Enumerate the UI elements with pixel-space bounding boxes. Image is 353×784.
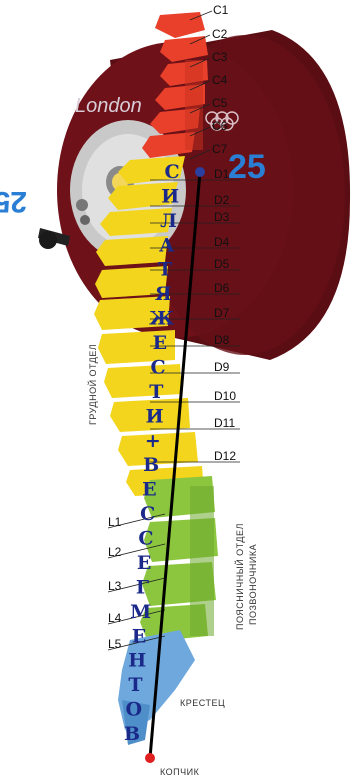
label-c7: C7 [212, 142, 228, 156]
label-c6: C6 [212, 119, 228, 133]
lumbar-region-label-1: ПОЯСНИЧНЫЙ ОТДЕЛ [234, 523, 245, 630]
label-d11: D11 [214, 416, 235, 430]
label-c3: C3 [212, 50, 228, 64]
caption-letter: Т [158, 259, 172, 281]
label-l4: L4 [108, 611, 122, 625]
label-d4: D4 [214, 235, 230, 249]
top-dot [195, 167, 205, 177]
caption-letter: Т [128, 674, 142, 696]
caption-letter: И [146, 405, 164, 427]
label-c2: C2 [212, 27, 228, 41]
caption-letter: А [159, 234, 175, 256]
caption-letter: В [143, 454, 159, 476]
label-c4: C4 [212, 73, 228, 87]
caption-letter: Е [137, 552, 151, 574]
label-d8: D8 [214, 333, 230, 347]
plate-weight-left: 25 [0, 185, 27, 218]
caption-letter: В [124, 723, 140, 745]
label-c1: C1 [213, 3, 229, 17]
caption-letter: И [161, 185, 179, 207]
label-d12: D12 [214, 449, 236, 463]
caption-letter: Т [149, 381, 163, 403]
caption-letter: С [138, 528, 153, 550]
label-d5: D5 [214, 257, 230, 271]
caption-letter: Я [155, 283, 172, 305]
label-d1: D1 [214, 167, 230, 181]
caption-letter: Е [153, 332, 167, 354]
coccyx-label: КОПЧИК [160, 767, 200, 777]
label-d6: D6 [214, 281, 230, 295]
label-d7: D7 [214, 306, 230, 320]
label-l2: L2 [108, 545, 122, 559]
caption-letter: Ж [149, 308, 174, 330]
thoracic-region-label: ГРУДНОЙ ОТДЕЛ [87, 344, 98, 425]
caption-letter: Г [136, 576, 149, 598]
label-d2: D2 [214, 193, 230, 207]
label-d10: D10 [214, 389, 236, 403]
caption-letter: Е [132, 625, 146, 647]
label-c5: C5 [212, 96, 228, 110]
caption-letter: + [145, 430, 161, 452]
caption-letter: С [164, 161, 179, 183]
bottom-dot [145, 753, 155, 763]
caption-letter: Н [128, 650, 146, 672]
caption-letter: М [130, 601, 151, 623]
label-l5: L5 [108, 637, 122, 651]
caption-letter: С [140, 503, 155, 525]
caption-letter: О [125, 699, 142, 721]
caption-letter: Е [142, 479, 156, 501]
lumbar-region-label-2: ПОЗВОНОЧНИКА [248, 544, 258, 625]
sacrum-label: КРЕСТЕЦ [180, 698, 225, 708]
plate-brand: London [75, 95, 142, 117]
caption-letter: Л [160, 210, 177, 232]
label-d3: D3 [214, 210, 230, 224]
label-l1: L1 [108, 515, 122, 529]
label-l3: L3 [108, 579, 122, 593]
caption-letter: С [151, 356, 166, 378]
lumbar-vertebrae [140, 476, 218, 642]
label-d9: D9 [214, 360, 230, 374]
